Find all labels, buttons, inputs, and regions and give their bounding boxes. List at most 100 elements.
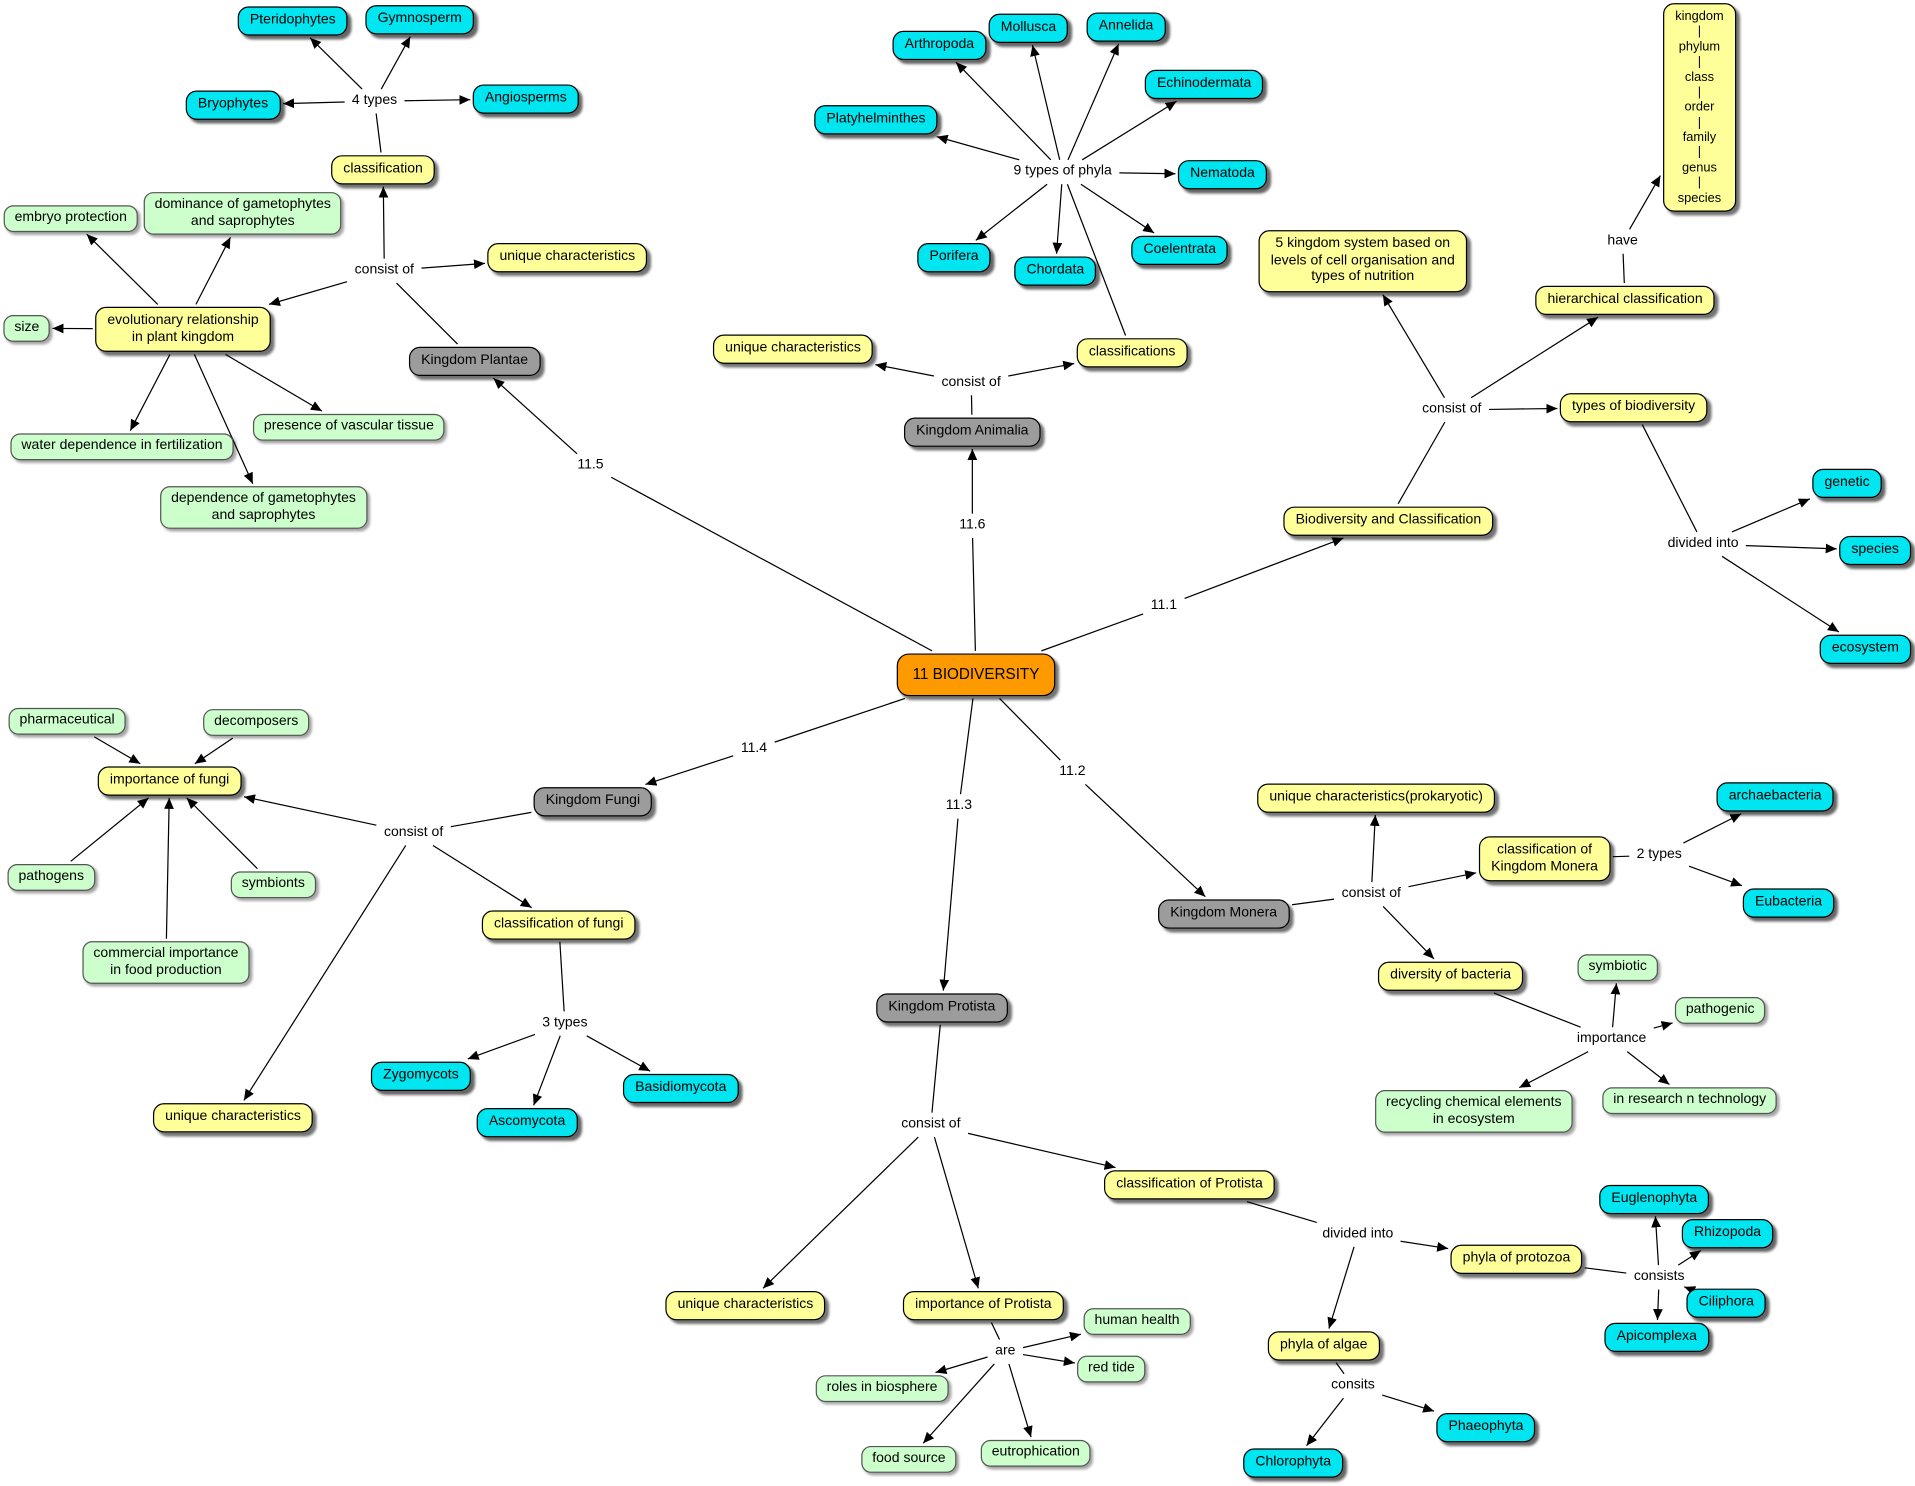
node-recycling-chemical-elements[interactable]: recycling chemical elements in ecosystem [1375, 1089, 1573, 1133]
node-phyla-of-algae[interactable]: phyla of algae [1267, 1331, 1380, 1361]
node-annelida[interactable]: Annelida [1086, 12, 1166, 42]
node-five-kingdom-system[interactable]: 5 kingdom system based on levels of cell… [1258, 230, 1467, 292]
node-unique-characteristics-fungi[interactable]: unique characteristics [152, 1103, 314, 1132]
node-ecosystem[interactable]: ecosystem [1819, 634, 1912, 664]
node-embryo-protection[interactable]: embryo protection [3, 205, 138, 232]
node-coelentrata[interactable]: Coelentrata [1131, 235, 1229, 265]
node-dependence-of-gametophytes[interactable]: dependence of gametophytes and saprophyt… [160, 486, 367, 529]
node-unique-characteristics-plantae[interactable]: unique characteristics [487, 243, 648, 272]
node-chlorophyta[interactable]: Chlorophyta [1243, 1448, 1344, 1478]
node-gymnosperm[interactable]: Gymnosperm [365, 5, 474, 34]
node-genetic[interactable]: genetic [1812, 468, 1882, 498]
node-hierarchical-classification[interactable]: hierarchical classification [1535, 285, 1715, 315]
node-porifera[interactable]: Porifera [917, 243, 991, 272]
node-ciliphora[interactable]: Ciliphora [1686, 1288, 1767, 1318]
node-unique-characteristics-protista[interactable]: unique characteristics [665, 1291, 826, 1320]
node-dominance-of-gametophytes[interactable]: dominance of gametophytes and saprophyte… [143, 192, 342, 235]
edge-decomposers-to-importance-of-fungi [194, 737, 234, 765]
node-basidiomycota[interactable]: Basidiomycota [622, 1073, 739, 1103]
node-platyhelminthes[interactable]: Platyhelminthes [814, 105, 938, 134]
node-bryophytes[interactable]: Bryophytes [185, 90, 281, 120]
edge-label-divided-into-protista: divided into [1322, 1226, 1394, 1242]
node-zygomycots[interactable]: Zygomycots [370, 1061, 471, 1091]
node-chordata[interactable]: Chordata [1014, 256, 1097, 286]
node-kingdom-protista[interactable]: Kingdom Protista [876, 993, 1008, 1023]
node-angiosperms[interactable]: Angiosperms [472, 84, 579, 114]
node-in-research-n-technology[interactable]: in research n technology [1602, 1087, 1778, 1114]
edge-kingdom-fungi-to-consist-of-fungi [450, 811, 532, 828]
edge-label-consist-of-biodiversity: consist of [1422, 401, 1482, 417]
edge-consists-to-euglenophyta [1651, 1216, 1661, 1266]
node-echinodermata[interactable]: Echinodermata [1144, 69, 1264, 99]
node-unique-characteristics-monera[interactable]: unique characteristics(prokaryotic) [1257, 783, 1496, 813]
node-roles-in-biosphere[interactable]: roles in biosphere [815, 1375, 949, 1402]
node-classifications-animalia[interactable]: classifications [1076, 338, 1188, 367]
edge-label-are: are [995, 1343, 1016, 1359]
node-archaebacteria[interactable]: archaebacteria [1716, 782, 1834, 812]
edge-label-11-3: 11.3 [945, 798, 973, 813]
node-size[interactable]: size [3, 315, 51, 342]
node-nematoda[interactable]: Nematoda [1177, 160, 1268, 189]
node-ascomycota[interactable]: Ascomycota [476, 1108, 578, 1137]
edge-kingdom-monera-to-consist-of-monera [1291, 898, 1335, 906]
node-evolutionary-relationship[interactable]: evolutionary relationship in plant kingd… [95, 306, 271, 353]
node-water-dependence-fertilization[interactable]: water dependence in fertilization [10, 433, 234, 460]
node-kingdom-fungi[interactable]: Kingdom Fungi [533, 787, 653, 816]
node-apicomplexa[interactable]: Apicomplexa [1604, 1322, 1710, 1352]
edge-divided-into-biodiversity-to-ecosystem [1721, 555, 1840, 633]
edge-label-divided-into-biodiversity: divided into [1667, 535, 1739, 551]
edge-pharmaceutical-to-importance-of-fungi [93, 736, 141, 765]
edge-label-11-4: 11.4 [740, 740, 768, 756]
node-classification-of-fungi[interactable]: classification of fungi [481, 910, 636, 940]
node-commercial-importance-food[interactable]: commercial importance in food production [82, 941, 250, 985]
node-decomposers[interactable]: decomposers [203, 709, 310, 736]
edge-4-types-to-gymnosperm [380, 36, 411, 90]
node-eubacteria[interactable]: Eubacteria [1742, 888, 1835, 918]
edge-label-consist-of-fungi: consist of [383, 824, 444, 840]
edge-consist-of-monera-to-unique-characteristics-monera [1369, 814, 1380, 883]
node-phyla-of-protozoa[interactable]: phyla of protozoa [1450, 1244, 1583, 1274]
node-symbionts[interactable]: symbionts [230, 871, 316, 898]
node-classification-of-kingdom-monera[interactable]: classification of Kingdom Monera [1478, 836, 1611, 882]
node-rhizopoda[interactable]: Rhizopoda [1681, 1219, 1774, 1248]
node-euglenophyta[interactable]: Euglenophyta [1599, 1184, 1710, 1214]
node-pathogenic[interactable]: pathogenic [1674, 997, 1766, 1024]
node-pharmaceutical[interactable]: pharmaceutical [8, 707, 126, 735]
node-presence-of-vascular-tissue[interactable]: presence of vascular tissue [252, 413, 445, 441]
edge-consist-of-biodiversity-to-types-of-biodiversity [1489, 403, 1558, 414]
edge-11-5-to-kingdom-plantae [493, 377, 578, 455]
node-diversity-of-bacteria[interactable]: diversity of bacteria [1377, 961, 1524, 991]
node-pteridophytes[interactable]: Pteridophytes [237, 6, 348, 36]
node-classification-of-protista[interactable]: classification of Protista [1103, 1170, 1276, 1199]
node-food-source[interactable]: food source [861, 1445, 957, 1473]
edge-commercial-importance-food-to-importance-of-fungi [164, 797, 174, 939]
node-pathogens[interactable]: pathogens [7, 864, 95, 891]
node-biodiversity-and-classification[interactable]: Biodiversity and Classification [1283, 506, 1494, 536]
node-importance-of-fungi[interactable]: importance of fungi [97, 766, 242, 796]
node-importance-of-protista[interactable]: importance of Protista [902, 1291, 1064, 1320]
node-symbiotic[interactable]: symbiotic [1577, 954, 1658, 981]
node-phaeophyta[interactable]: Phaeophyta [1436, 1413, 1536, 1442]
node-red-tide[interactable]: red tide [1077, 1355, 1146, 1382]
node-eutrophication[interactable]: eutrophication [980, 1439, 1091, 1467]
node-unique-characteristics-animalia[interactable]: unique characteristics [712, 334, 874, 364]
node-types-of-biodiversity[interactable]: types of biodiversity [1559, 393, 1708, 422]
edge-are-to-human-health [1022, 1331, 1082, 1349]
node-kingdom-monera[interactable]: Kingdom Monera [1158, 899, 1290, 929]
edge-4-types-to-pteridophytes [309, 37, 363, 90]
node-classification-plantae[interactable]: classification [331, 155, 436, 184]
node-species[interactable]: species [1839, 535, 1912, 565]
node-biodiversity[interactable]: 11 BIODIVERSITY [896, 653, 1056, 696]
edge-consists-to-ciliphora [1683, 1286, 1697, 1296]
edge-consist-of-protista-to-classification-of-protista [967, 1132, 1116, 1170]
edge-4-types-to-bryophytes [283, 98, 345, 109]
node-arthropoda[interactable]: Arthropoda [892, 30, 987, 60]
node-mollusca[interactable]: Mollusca [988, 13, 1069, 43]
node-kingdom-animalia[interactable]: Kingdom Animalia [903, 417, 1041, 447]
edge-2-types-to-eubacteria [1688, 865, 1743, 887]
node-human-health[interactable]: human health [1083, 1308, 1191, 1335]
node-taxonomic-hierarchy[interactable]: kingdom | phylum | class | order | famil… [1663, 3, 1736, 212]
node-kingdom-plantae[interactable]: Kingdom Plantae [408, 346, 541, 376]
